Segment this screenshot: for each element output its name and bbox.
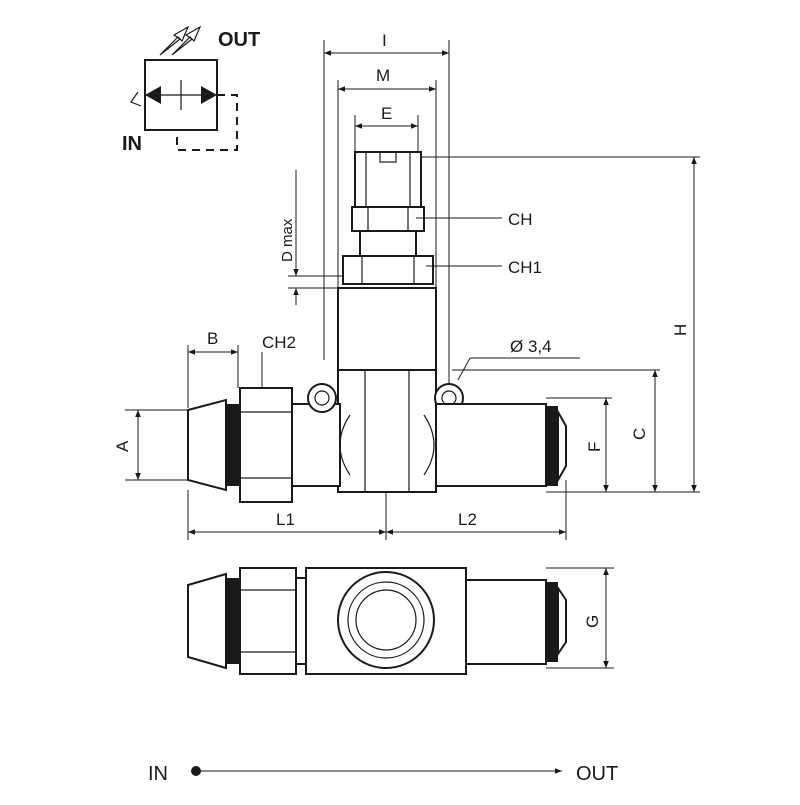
front-view — [187, 151, 567, 503]
dim-label-CH1: CH1 — [508, 258, 542, 277]
dim-label-C: C — [630, 428, 649, 440]
pneumatic-symbol: OUT IN — [122, 25, 260, 155]
symbol-out-label: OUT — [218, 29, 260, 51]
dim-label-A: A — [113, 440, 132, 452]
flow-out-label: OUT — [576, 763, 618, 785]
dim-label-H: H — [671, 324, 690, 336]
dim-label-G: G — [583, 615, 602, 628]
bottom-view — [187, 567, 567, 675]
dim-label-B: B — [207, 329, 218, 348]
dim-label-CH2: CH2 — [262, 333, 296, 352]
dim-label-CH: CH — [508, 210, 533, 229]
dimension-lines — [125, 40, 700, 669]
dim-label-F: F — [585, 442, 604, 452]
dim-label-D-max: D max — [279, 218, 296, 262]
dim-label-M: M — [376, 66, 390, 85]
symbol-in-label: IN — [122, 133, 142, 155]
dim-label-L2: L2 — [458, 510, 477, 529]
dim-label-diameter: Ø 3,4 — [510, 337, 552, 356]
dim-label-I: I — [382, 31, 387, 50]
dim-label-L1: L1 — [276, 510, 295, 529]
flow-indicator — [191, 766, 562, 776]
flow-in-label: IN — [148, 763, 168, 785]
dim-label-E: E — [381, 104, 392, 123]
